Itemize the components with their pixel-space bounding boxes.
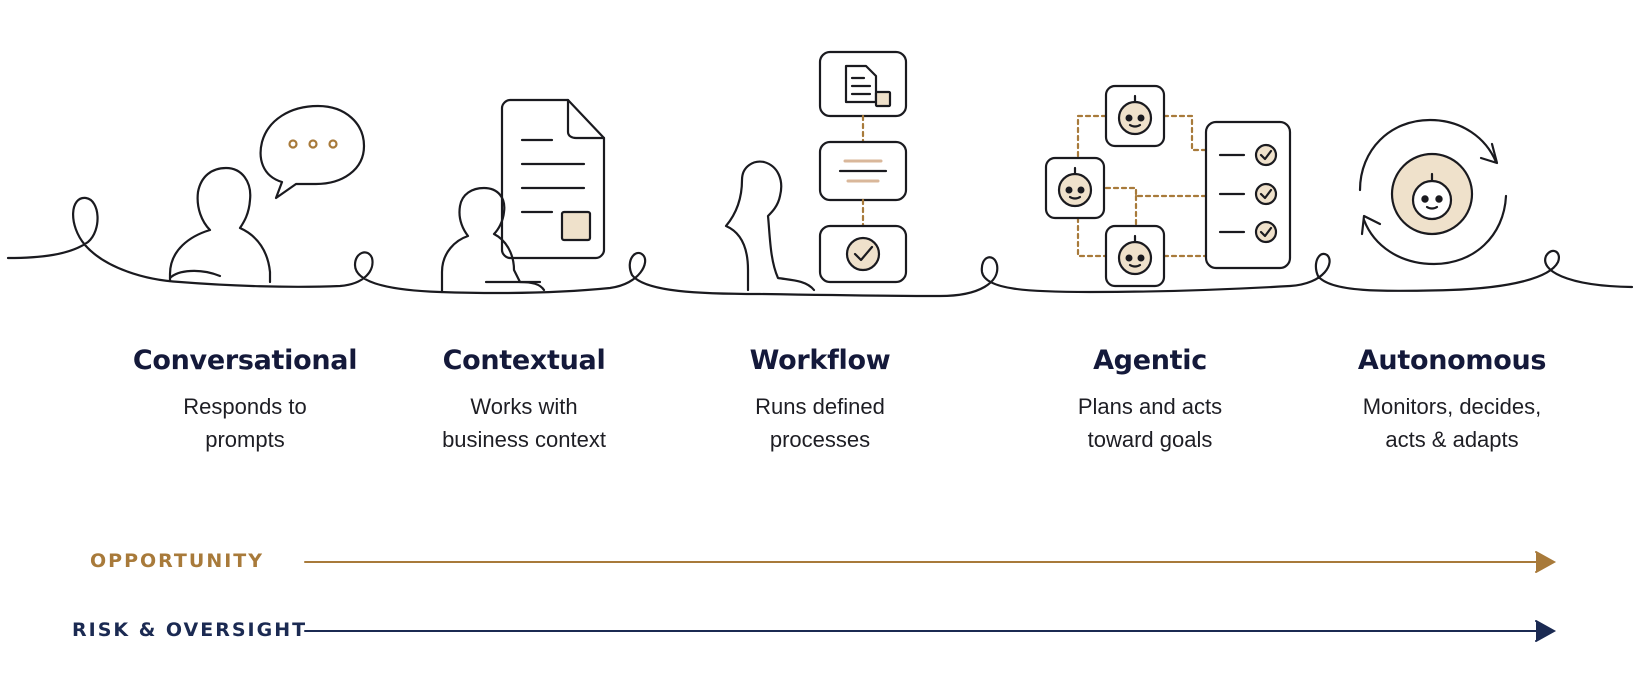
stage-description-line: prompts bbox=[205, 427, 285, 452]
stage-description-line: Responds to bbox=[183, 394, 307, 419]
stage-conversational: Conversational Responds to prompts bbox=[95, 345, 395, 456]
stage-description-line: Works with bbox=[470, 394, 578, 419]
stage-description: Works with business context bbox=[374, 390, 674, 456]
opportunity-arrow bbox=[304, 551, 1557, 573]
stage-title: Workflow bbox=[749, 345, 891, 376]
stage-description-line: Runs defined bbox=[755, 394, 885, 419]
autonomous-loop-icon bbox=[1358, 118, 1508, 266]
stage-agentic: Agentic Plans and acts toward goals bbox=[1000, 345, 1300, 456]
person-workflow-icon bbox=[724, 50, 908, 292]
stage-title: Autonomous bbox=[1357, 345, 1547, 376]
stage-description-line: processes bbox=[769, 427, 871, 452]
stage-description: Runs defined processes bbox=[670, 390, 970, 456]
person-chat-icon bbox=[168, 104, 366, 284]
stage-title: Agentic bbox=[1093, 345, 1207, 376]
stage-title: Conversational bbox=[132, 345, 358, 376]
stage-title: Contextual bbox=[442, 345, 606, 376]
risk-oversight-label: RISK & OVERSIGHT bbox=[72, 619, 308, 641]
continuous-line bbox=[6, 196, 1634, 298]
stage-description-line: business context bbox=[442, 427, 606, 452]
agent-network-icon bbox=[1044, 84, 1292, 288]
stage-description: Monitors, decides, acts & adapts bbox=[1302, 390, 1602, 456]
stage-description-line: toward goals bbox=[1087, 427, 1213, 452]
stage-description: Responds to prompts bbox=[95, 390, 395, 456]
stage-autonomous: Autonomous Monitors, decides, acts & ada… bbox=[1302, 345, 1602, 456]
stage-workflow: Workflow Runs defined processes bbox=[670, 345, 970, 456]
opportunity-label: OPPORTUNITY bbox=[90, 550, 265, 572]
stage-contextual: Contextual Works with business context bbox=[374, 345, 674, 456]
stage-description: Plans and acts toward goals bbox=[1000, 390, 1300, 456]
stage-description-line: acts & adapts bbox=[1385, 427, 1519, 452]
stage-description-line: Monitors, decides, bbox=[1362, 394, 1542, 419]
risk-arrow bbox=[304, 620, 1557, 642]
stage-description-line: Plans and acts bbox=[1077, 394, 1223, 419]
person-document-icon bbox=[440, 98, 606, 294]
